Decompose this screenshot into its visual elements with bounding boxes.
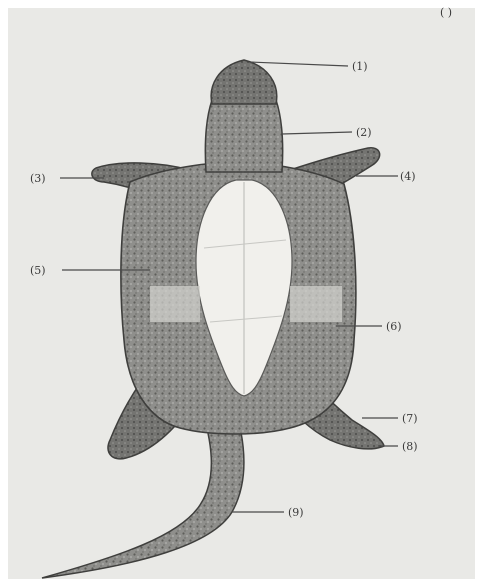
bridge-left [150,286,200,322]
label-forelimb-left: (3) [30,172,46,185]
label-forelimb-right: (4) [400,170,416,183]
label-hindlimb: (7) [402,412,418,425]
label-corner: ( ) [440,6,452,19]
label-tail: (9) [288,506,304,519]
label-carapace: (5) [30,264,46,277]
label-head: (1) [352,60,368,73]
neck [205,100,283,172]
label-neck: (2) [356,126,372,139]
label-plastron-bridge: (6) [386,320,402,333]
bridge-right [290,286,342,322]
label-claw: (8) [402,440,418,453]
